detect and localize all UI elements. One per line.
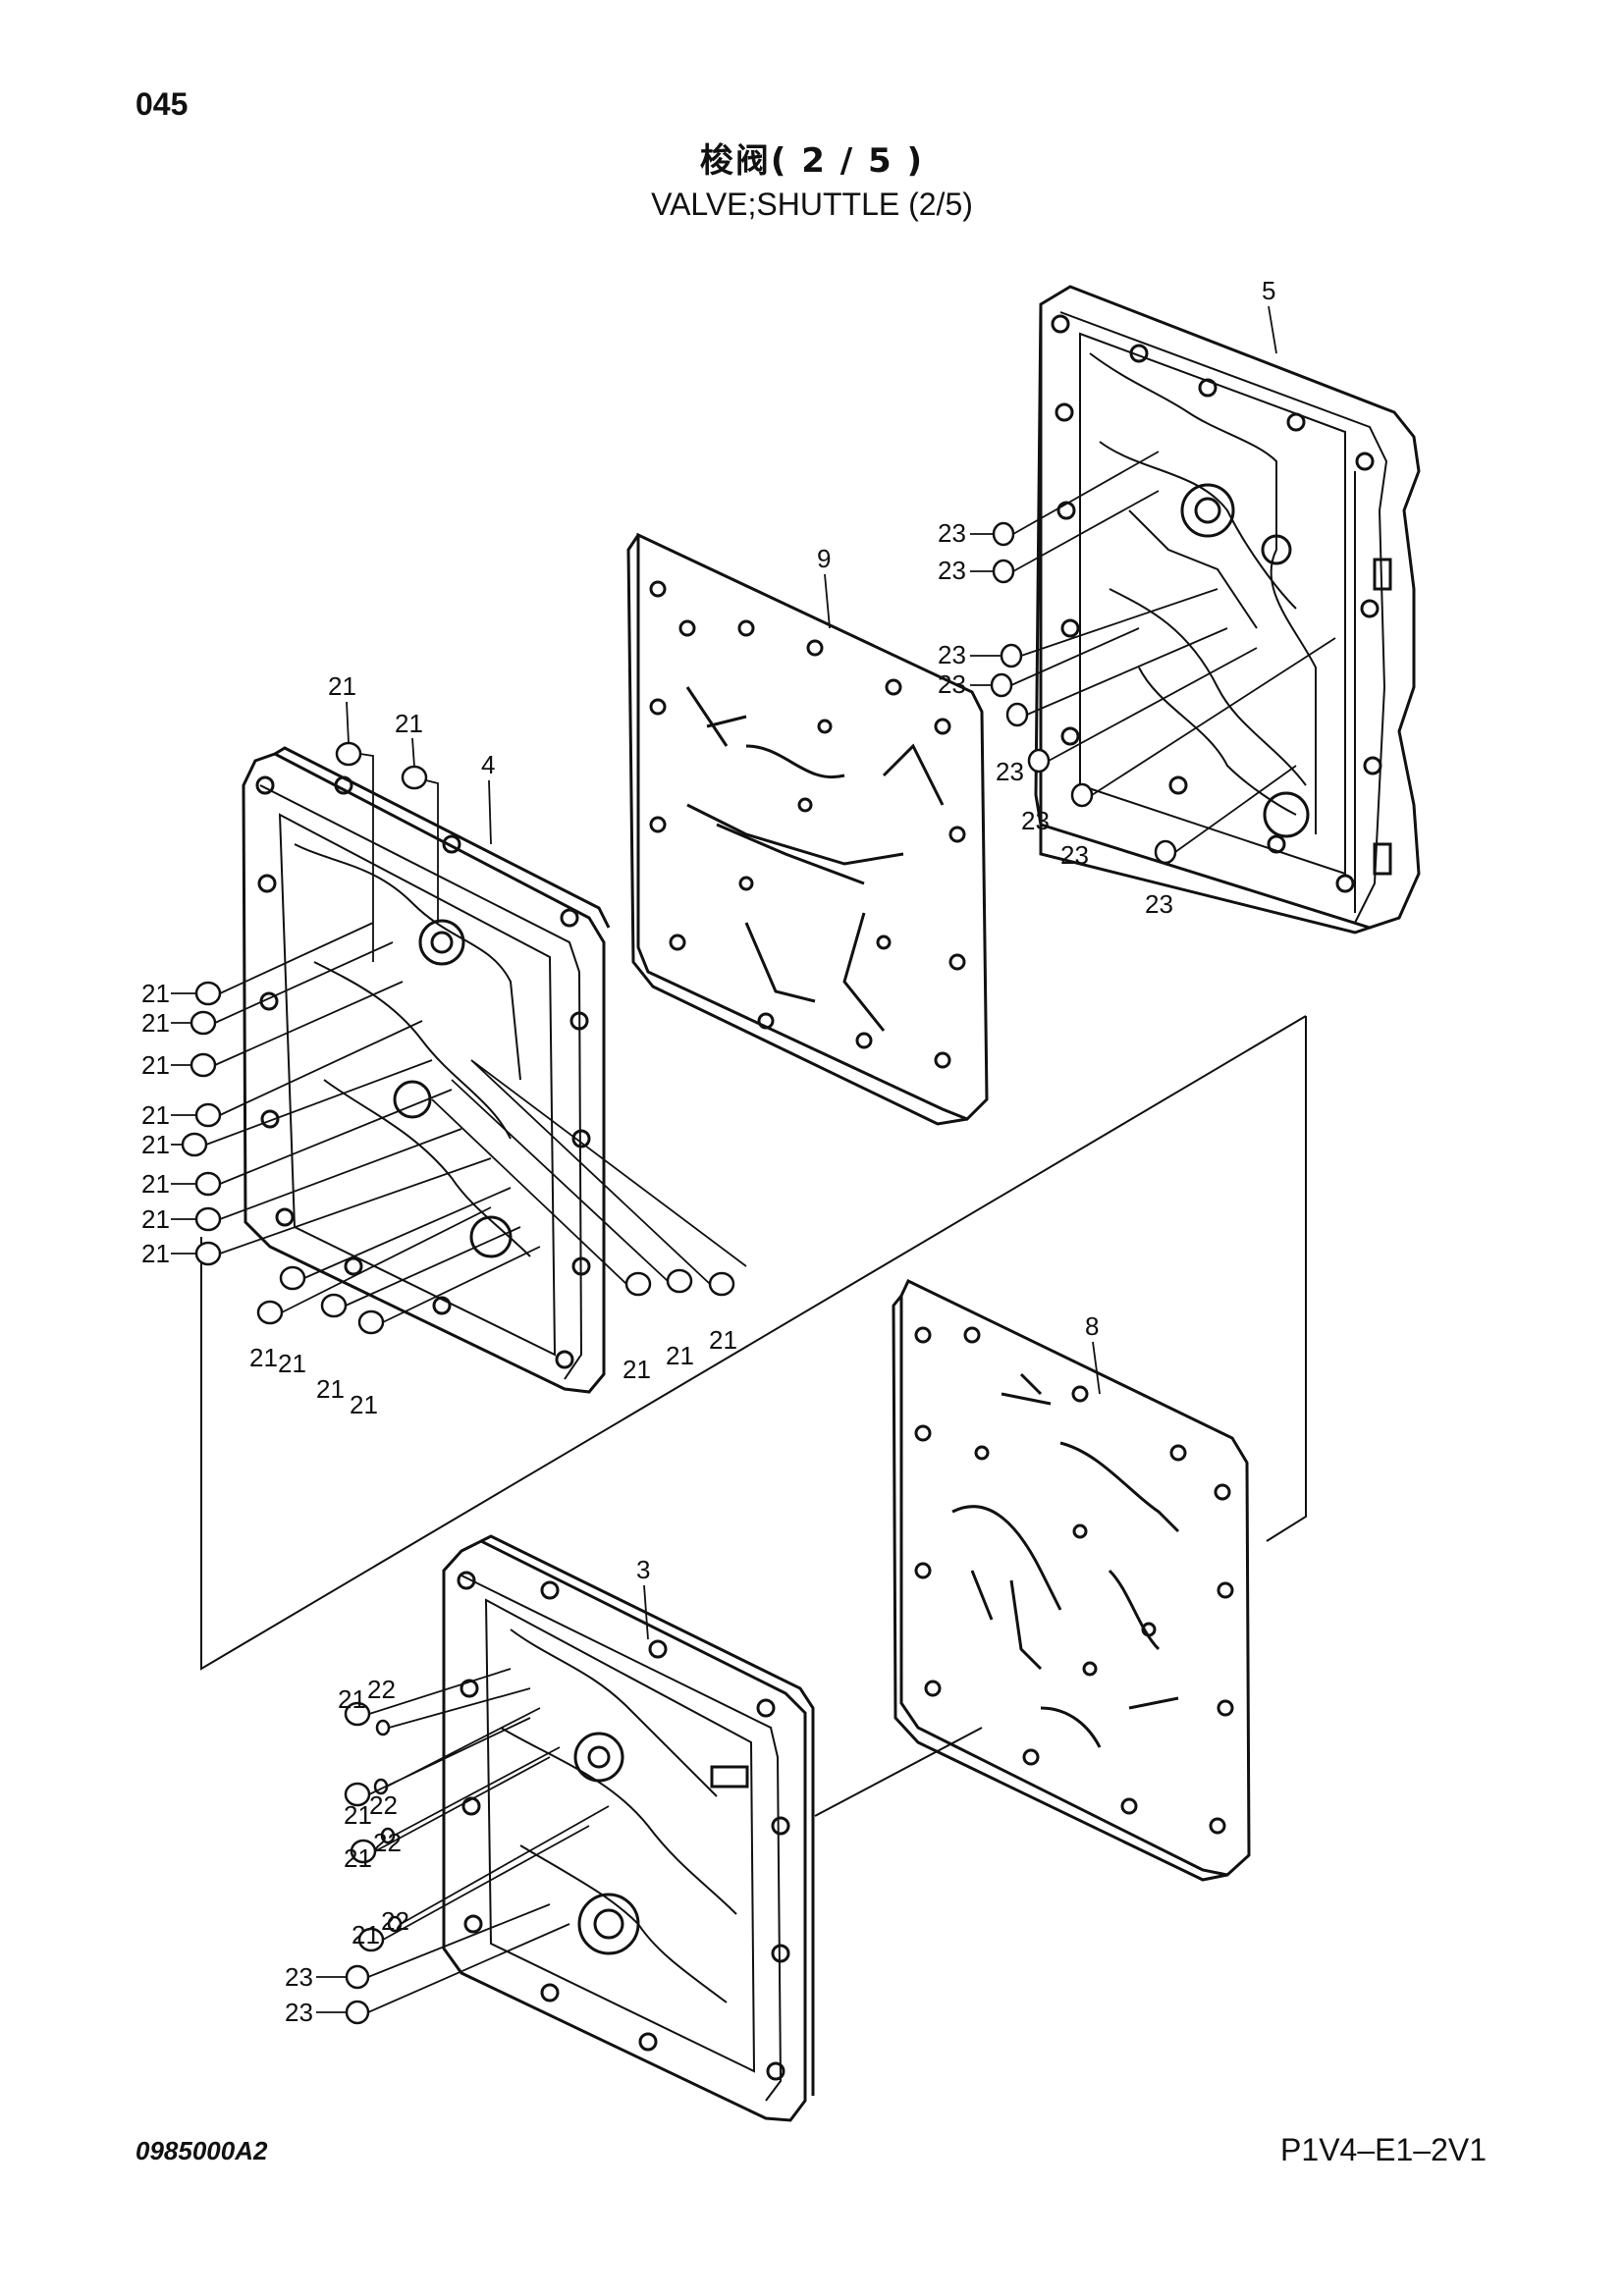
callout-9: 9 xyxy=(817,544,831,573)
callout-21: 21 xyxy=(395,709,423,738)
callout-21: 21 xyxy=(344,1800,372,1830)
callout-21: 21 xyxy=(278,1349,306,1378)
leader-lines-part4 xyxy=(205,753,747,1323)
callout-21: 21 xyxy=(141,1239,170,1268)
callout-3: 3 xyxy=(636,1555,650,1584)
part-9-plate xyxy=(626,532,989,1126)
drawing-code: 0985000A2 xyxy=(135,2136,268,2165)
callout-21: 21 xyxy=(249,1343,278,1372)
callout-4: 4 xyxy=(481,750,495,779)
part-8-plate xyxy=(892,1278,1251,1882)
callout-22: 22 xyxy=(367,1675,396,1704)
callout-22: 22 xyxy=(373,1828,402,1857)
callout-23: 23 xyxy=(938,556,966,585)
leader-lines-part3 xyxy=(367,1668,610,2013)
callout-23: 23 xyxy=(938,640,966,669)
part-4-valve-block xyxy=(242,746,611,1394)
model-code: P1V4–E1–2V1 xyxy=(1280,2132,1487,2167)
title-chinese: 梭阀( 2 / 5 ) xyxy=(699,141,925,181)
callout-22: 22 xyxy=(381,1906,409,1936)
parts-23-part5 xyxy=(990,521,1177,865)
callout-23: 23 xyxy=(1021,806,1050,835)
callout-23: 23 xyxy=(285,1962,313,1992)
callout-22: 22 xyxy=(369,1790,398,1820)
callout-5: 5 xyxy=(1262,276,1275,305)
callout-21: 21 xyxy=(141,1130,170,1159)
callout-21: 21 xyxy=(141,1169,170,1199)
part-3-valve-block xyxy=(442,1534,815,2122)
callout-21: 21 xyxy=(141,1204,170,1234)
callout-21: 21 xyxy=(141,1050,170,1080)
callout-21: 21 xyxy=(666,1341,694,1370)
callout-21: 21 xyxy=(316,1374,345,1404)
callout-21: 21 xyxy=(141,1008,170,1038)
callout-23: 23 xyxy=(285,1998,313,2027)
alignment-lines xyxy=(200,1015,1307,1817)
callout-23: 23 xyxy=(938,518,966,548)
leader-lines-part5 xyxy=(1010,451,1336,853)
callout-8: 8 xyxy=(1085,1311,1099,1341)
callout-23: 23 xyxy=(996,757,1024,786)
callout-21: 21 xyxy=(352,1920,380,1949)
page-number: 045 xyxy=(135,86,189,122)
callout-21: 21 xyxy=(338,1684,366,1714)
callout-21: 21 xyxy=(623,1355,651,1384)
callout-23: 23 xyxy=(938,669,966,699)
callout-21: 21 xyxy=(141,1100,170,1130)
callout-21: 21 xyxy=(328,671,356,701)
callout-21: 21 xyxy=(344,1843,372,1873)
title-english: VALVE;SHUTTLE (2/5) xyxy=(651,187,973,222)
callout-23: 23 xyxy=(1145,889,1173,919)
callout-21: 21 xyxy=(709,1325,737,1355)
callout-21: 21 xyxy=(141,979,170,1008)
parts-21-plugs-part4 xyxy=(181,741,735,1335)
callout-23: 23 xyxy=(1060,840,1089,870)
callout-21: 21 xyxy=(350,1390,378,1419)
part-5-valve-block xyxy=(1034,285,1421,934)
callout-labels: 5 9 4 8 3 21 21 21 21 21 21 21 21 21 21 … xyxy=(141,276,1277,2027)
